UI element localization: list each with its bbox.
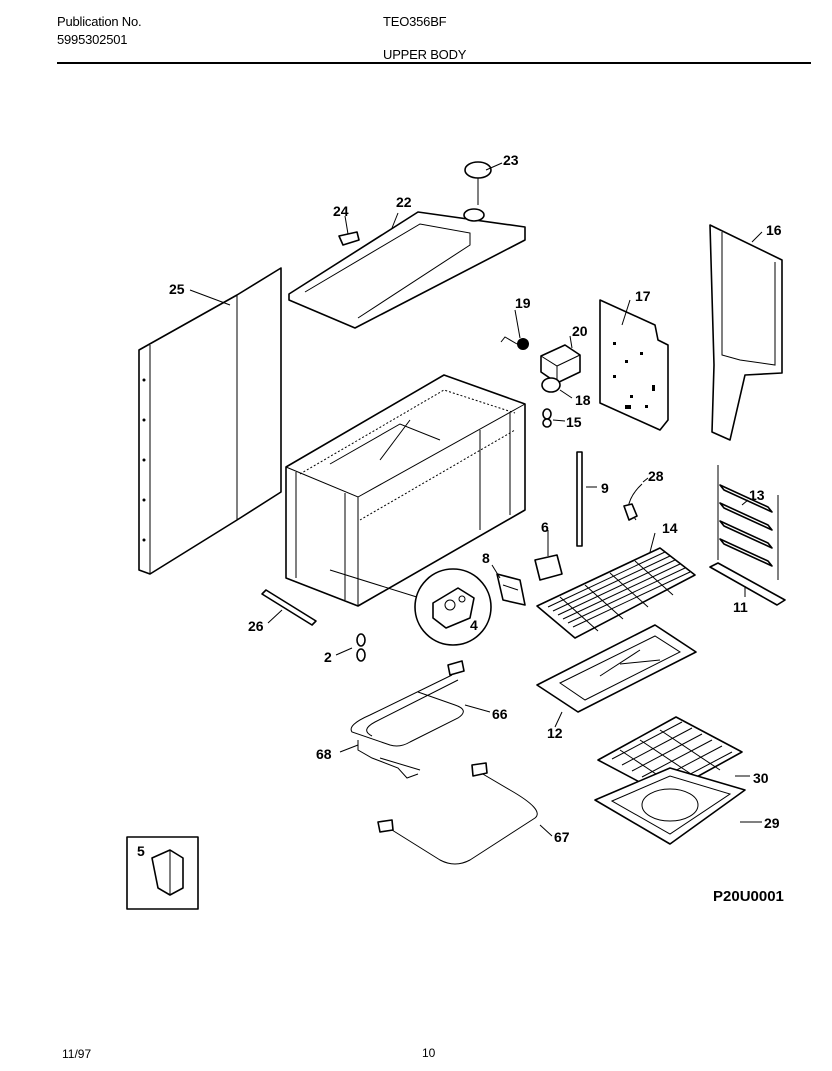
callout-17: 17 bbox=[635, 288, 651, 304]
callout-13: 13 bbox=[749, 487, 765, 503]
part-oven-rack bbox=[536, 547, 696, 639]
footer-page-number: 10 bbox=[422, 1046, 436, 1060]
callout-19: 19 bbox=[515, 295, 531, 311]
footer-date: 11/97 bbox=[62, 1047, 92, 1061]
callout-12: 12 bbox=[547, 725, 563, 741]
section-title: UPPER BODY bbox=[383, 47, 467, 62]
callout-24: 24 bbox=[333, 203, 349, 219]
callout-labels: 23 22 24 25 16 17 19 20 18 15 9 28 13 6 … bbox=[137, 152, 782, 859]
callout-68: 68 bbox=[316, 746, 332, 762]
part-hinge-bracket bbox=[496, 573, 526, 606]
part-oven-body bbox=[285, 374, 526, 607]
part-clip-24 bbox=[338, 231, 360, 246]
part-bake-element bbox=[350, 660, 465, 747]
part-clip-28 bbox=[623, 483, 643, 521]
callout-18: 18 bbox=[575, 392, 591, 408]
callout-23: 23 bbox=[503, 152, 519, 168]
callout-9: 9 bbox=[601, 480, 609, 496]
part-element-bracket bbox=[357, 740, 421, 779]
part-broil-element bbox=[377, 762, 538, 865]
model-number: TEO356BF bbox=[383, 14, 447, 29]
callout-4: 4 bbox=[470, 617, 478, 633]
callout-14: 14 bbox=[662, 520, 678, 536]
part-rack-supports bbox=[717, 465, 779, 580]
part-side-panel bbox=[138, 267, 282, 575]
callout-11: 11 bbox=[733, 599, 748, 615]
publication-number: 5995302501 bbox=[57, 32, 128, 47]
part-light-socket bbox=[500, 336, 529, 350]
part-broiler-pan bbox=[594, 767, 746, 845]
part-knob bbox=[464, 161, 492, 205]
callout-67: 67 bbox=[554, 829, 570, 845]
callout-6: 6 bbox=[541, 519, 549, 535]
leader-lines bbox=[189, 162, 763, 837]
callout-22: 22 bbox=[396, 194, 412, 210]
part-rod bbox=[576, 451, 583, 547]
part-screw-15 bbox=[542, 408, 552, 428]
callout-15: 15 bbox=[566, 414, 582, 430]
callout-28: 28 bbox=[648, 468, 664, 484]
part-bracket-detail bbox=[329, 568, 492, 646]
header-rule bbox=[57, 62, 811, 64]
publication-label: Publication No. bbox=[57, 14, 142, 29]
part-trim-strip bbox=[261, 589, 317, 626]
part-switch-box bbox=[540, 344, 581, 384]
callout-5: 5 bbox=[137, 843, 145, 859]
callout-2: 2 bbox=[324, 649, 332, 665]
callout-16: 16 bbox=[766, 222, 782, 238]
callout-29: 29 bbox=[764, 815, 780, 831]
part-label-plate bbox=[534, 554, 563, 581]
part-lamp bbox=[541, 377, 561, 393]
callout-25: 25 bbox=[169, 281, 185, 297]
part-top-panel bbox=[288, 208, 526, 329]
part-screw-2 bbox=[356, 633, 366, 662]
callout-66: 66 bbox=[492, 706, 508, 722]
part-side-trim bbox=[709, 224, 783, 441]
part-control-bracket bbox=[599, 299, 669, 431]
callout-30: 30 bbox=[753, 770, 769, 786]
callout-8: 8 bbox=[482, 550, 490, 566]
drawing-code: P20U0001 bbox=[713, 888, 784, 905]
part-rack-rail bbox=[709, 562, 786, 606]
callout-26: 26 bbox=[248, 618, 264, 634]
part-broiler-insert bbox=[536, 624, 697, 713]
callout-20: 20 bbox=[572, 323, 588, 339]
part-inset-box bbox=[126, 836, 199, 910]
